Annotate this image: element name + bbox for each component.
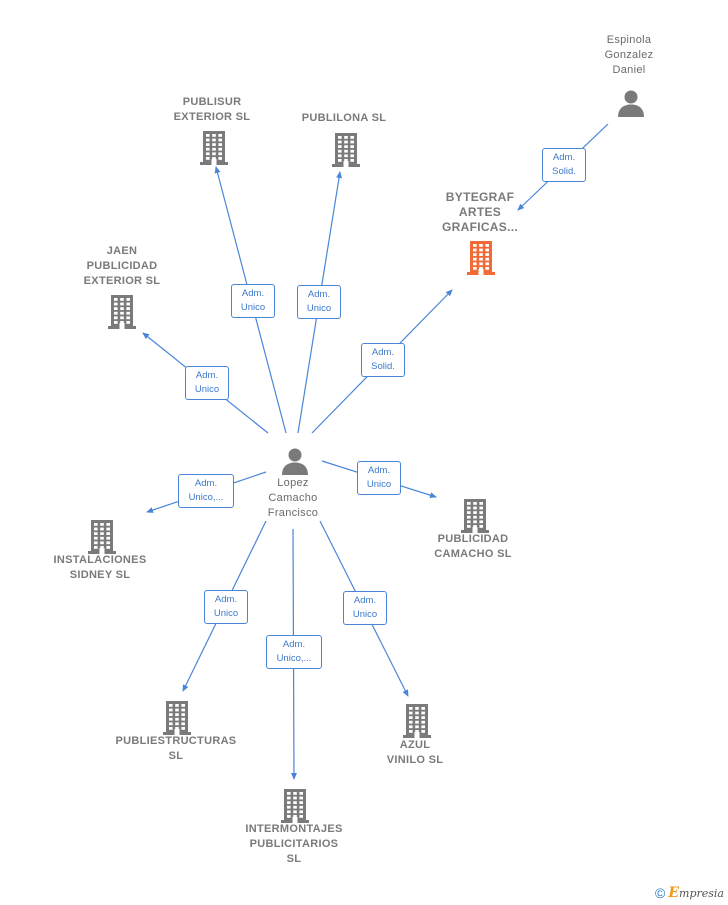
node-label-espinola[interactable]: Espinola Gonzalez Daniel [604,33,654,76]
building-icon[interactable] [200,131,228,165]
building-icon[interactable] [281,789,309,823]
brand-logo: Empresia [668,885,724,901]
person-icon[interactable] [617,89,645,117]
footer-brand: © Empresia [655,885,724,901]
edge-label-lopez-azul[interactable]: Adm. Unico [343,591,387,625]
person-icon[interactable] [281,447,309,475]
edge-label-lopez-bytegraf[interactable]: Adm. Solid. [361,343,405,377]
node-label-publicidad_camacho[interactable]: PUBLICIDAD CAMACHO SL [434,532,512,560]
node-label-lopez[interactable]: Lopez Camacho Francisco [267,476,319,519]
node-label-publilona[interactable]: PUBLILONA SL [301,111,387,124]
node-label-jaen[interactable]: JAEN PUBLICIDAD EXTERIOR SL [83,244,161,287]
edge-label-lopez-publiestructuras[interactable]: Adm. Unico [204,590,248,624]
building-icon[interactable] [88,520,116,554]
node-label-instalaciones[interactable]: INSTALACIONES SIDNEY SL [53,553,147,581]
edge-label-lopez-publisur[interactable]: Adm. Unico [231,284,275,318]
building-icon[interactable] [461,499,489,533]
node-label-azul[interactable]: AZUL VINILO SL [386,738,444,766]
edge-label-lopez-jaen[interactable]: Adm. Unico [185,366,229,400]
edge-label-espinola-bytegraf[interactable]: Adm. Solid. [542,148,586,182]
edge-label-lopez-intermontajes[interactable]: Adm. Unico,... [266,635,322,669]
building-icon[interactable] [163,701,191,735]
building-icon[interactable] [332,133,360,167]
building-icon[interactable] [403,704,431,738]
node-label-publisur[interactable]: PUBLISUR EXTERIOR SL [173,95,251,123]
building-icon[interactable] [467,241,495,275]
edge-label-lopez-publilona[interactable]: Adm. Unico [297,285,341,319]
copyright-icon: © [654,885,666,901]
edge-label-lopez-publicidad_camacho[interactable]: Adm. Unico [357,461,401,495]
node-label-bytegraf[interactable]: BYTEGRAF ARTES GRAFICAS... [442,189,518,234]
node-label-intermontajes[interactable]: INTERMONTAJES PUBLICITARIOS SL [245,822,343,865]
edge-label-lopez-instalaciones[interactable]: Adm. Unico,... [178,474,234,508]
node-label-publiestructuras[interactable]: PUBLIESTRUCTURAS SL [115,734,237,762]
building-icon[interactable] [108,295,136,329]
